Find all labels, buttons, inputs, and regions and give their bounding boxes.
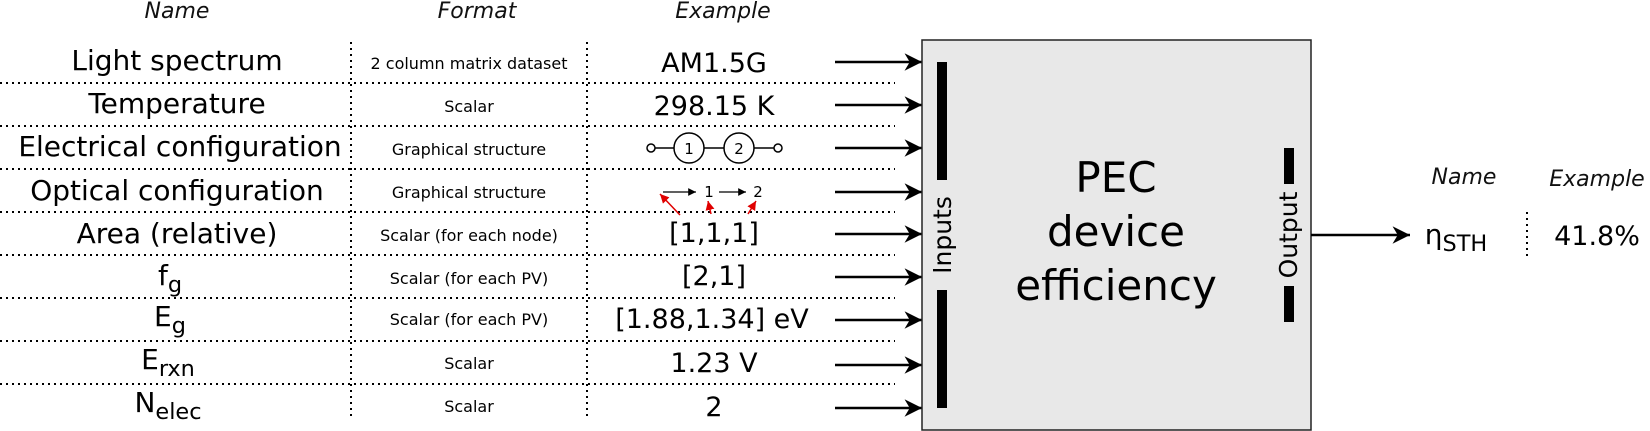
input-example: 1.23 V <box>670 348 758 379</box>
input-row-light-spectrum: Light spectrum 2 column matrix dataset A… <box>71 44 922 79</box>
electrical-graph-example: 1 2 <box>646 132 783 164</box>
input-name: Light spectrum <box>71 44 282 77</box>
input-row-optical-configuration: Optical configuration Graphical structur… <box>30 174 922 216</box>
input-name: Erxn <box>141 343 195 382</box>
input-example: AM1.5G <box>661 48 767 79</box>
input-example: [1.88,1.34] eV <box>615 304 809 335</box>
input-row-fg: fg Scalar (for each PV) [2,1] <box>158 259 922 298</box>
output-bar-top <box>1284 148 1294 184</box>
output-header-name: Name <box>1432 165 1497 190</box>
input-row-temperature: Temperature Scalar 298.15 K <box>87 87 922 122</box>
device-box-background <box>921 39 1312 431</box>
input-row-eg: Eg Scalar (for each PV) [1.88,1.34] eV <box>154 300 922 339</box>
input-format: Scalar <box>444 97 494 116</box>
input-name: fg <box>158 259 182 298</box>
optical-node-1-label: 1 <box>704 183 714 201</box>
inputs-label: Inputs <box>928 196 957 274</box>
input-format: Graphical structure <box>392 183 546 202</box>
input-name: Eg <box>154 300 186 339</box>
input-name: Electrical configuration <box>18 130 341 163</box>
input-example: [1,1,1] <box>669 218 759 249</box>
output-bar-bottom <box>1284 286 1294 322</box>
inputs-bar-bottom <box>937 290 947 408</box>
header-name: Name <box>145 0 210 24</box>
output-name: ηSTH <box>1425 218 1487 257</box>
inputs-bar-top <box>937 62 947 180</box>
output-table: Name Example ηSTH 41.8% <box>1425 165 1645 257</box>
device-title-line-2: device <box>1047 207 1185 256</box>
header-format: Format <box>438 0 518 24</box>
input-format: Scalar <box>444 354 494 373</box>
header-example: Example <box>675 0 770 24</box>
input-row-electrical-configuration: Electrical configuration Graphical struc… <box>18 130 922 164</box>
output-label: Output <box>1274 191 1303 278</box>
input-format: Scalar (for each PV) <box>390 310 549 329</box>
device-title-line-1: PEC <box>1075 153 1156 202</box>
device-title-line-3: efficiency <box>1015 261 1217 310</box>
input-example: 298.15 K <box>654 91 776 122</box>
input-name: Nelec <box>134 386 201 425</box>
electrical-node-2-label: 2 <box>734 140 744 158</box>
input-format: Scalar (for each node) <box>380 226 558 245</box>
row-separators <box>0 82 895 385</box>
input-format: Scalar <box>444 397 494 416</box>
input-format: Graphical structure <box>392 140 546 159</box>
optical-graph-example: 1 2 <box>659 183 763 216</box>
input-name: Area (relative) <box>77 217 278 250</box>
input-format: Scalar (for each PV) <box>390 269 549 288</box>
optical-node-2-label: 2 <box>753 183 763 201</box>
input-row-area-relative: Area (relative) Scalar (for each node) [… <box>77 217 922 250</box>
input-example: 2 <box>705 392 722 423</box>
input-format: 2 column matrix dataset <box>371 54 568 73</box>
pec-device-box: Inputs Output PEC device efficiency <box>921 39 1312 431</box>
output-header-example: Example <box>1549 167 1644 192</box>
input-row-nelec: Nelec Scalar 2 <box>134 386 922 425</box>
electrical-node-1-label: 1 <box>684 140 694 158</box>
output-example: 41.8% <box>1554 221 1640 252</box>
input-name: Optical configuration <box>30 174 324 207</box>
input-row-erxn: Erxn Scalar 1.23 V <box>141 343 922 382</box>
input-example: [2,1] <box>682 261 746 292</box>
input-name: Temperature <box>87 87 265 120</box>
